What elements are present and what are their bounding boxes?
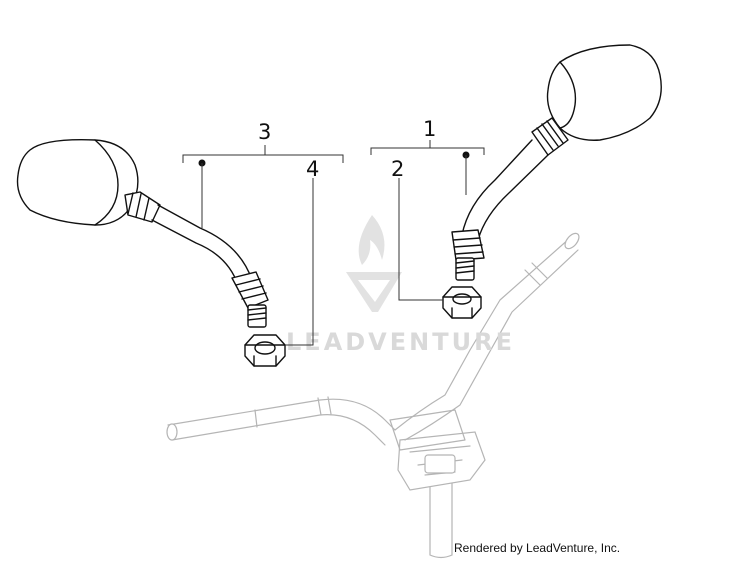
callout-2: 2 <box>391 157 404 181</box>
callout-3: 3 <box>258 120 271 144</box>
watermark-text: LEADVENTURE <box>286 328 515 356</box>
left-nut <box>244 334 286 367</box>
right-mirror-head <box>546 44 662 141</box>
callout-1: 1 <box>423 117 436 141</box>
v-logo-icon <box>346 272 402 312</box>
callout-4: 4 <box>306 157 319 181</box>
right-nut <box>442 286 482 319</box>
leadventure-watermark: LEADVENTURE <box>286 215 515 356</box>
left-mirror-head <box>16 139 139 226</box>
handlebar <box>166 232 580 559</box>
right-mirror-assembly <box>451 44 662 281</box>
flame-icon <box>358 215 385 265</box>
left-mirror-assembly <box>16 139 269 328</box>
leader-lines <box>182 140 485 346</box>
footer-credit: Rendered by LeadVenture, Inc. <box>454 541 620 555</box>
